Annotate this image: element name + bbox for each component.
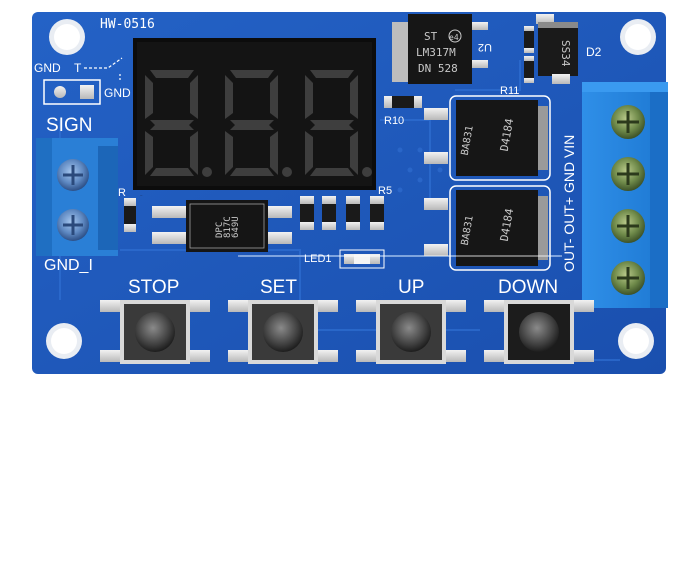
status-led bbox=[339, 249, 385, 269]
mosfet-2-part: D4184 bbox=[498, 207, 517, 242]
t-label: T bbox=[74, 61, 82, 75]
regulator-batch: DN 528 bbox=[418, 62, 458, 75]
jumper-silk-line bbox=[84, 57, 123, 69]
mosfet-1: D4184 BA831 bbox=[424, 95, 551, 181]
diode-part: SS34 bbox=[559, 40, 572, 67]
d2-label: D2 bbox=[586, 45, 602, 59]
r11-label: R11 bbox=[500, 85, 519, 97]
mounting-holes bbox=[46, 19, 656, 359]
mosfet-2-code: BA831 bbox=[460, 215, 476, 247]
set-label: SET bbox=[260, 277, 297, 298]
board-model-label: HW-0516 bbox=[100, 17, 155, 32]
u2-label: U2 bbox=[478, 41, 492, 53]
display-digits-text: 8.8.8. bbox=[140, 195, 143, 197]
gnd-top-label: GND bbox=[34, 61, 61, 75]
opto-line1: DPC bbox=[215, 222, 225, 238]
mosfet-2: D4184 BA831 bbox=[424, 185, 551, 271]
down-button[interactable] bbox=[484, 300, 594, 364]
opto-line3: 649U bbox=[231, 216, 241, 238]
power-output-terminal-block bbox=[582, 82, 668, 308]
display-digits bbox=[145, 70, 372, 177]
resistor-row bbox=[300, 196, 384, 230]
stop-button[interactable] bbox=[100, 300, 210, 364]
up-label: UP bbox=[398, 277, 424, 298]
regulator-e-mark: e4 bbox=[449, 33, 459, 42]
set-button[interactable] bbox=[228, 300, 338, 364]
led1-label: LED1 bbox=[304, 253, 332, 265]
regulator-brand: ST bbox=[424, 30, 438, 43]
terminal-labels: OUT- OUT+ GND VIN bbox=[561, 135, 577, 272]
seven-segment-display: 8.8.8. bbox=[133, 38, 376, 197]
mosfet-1-part: D4184 bbox=[498, 117, 517, 152]
opto-line2: 817C bbox=[223, 216, 233, 238]
gnd-side-label: GND bbox=[104, 86, 131, 100]
r10-label: R10 bbox=[384, 115, 404, 127]
regulator-part: LM317M bbox=[416, 46, 456, 59]
jumper-header bbox=[43, 79, 101, 105]
voltage-regulator: ST e4 LM317M DN 528 bbox=[392, 14, 488, 84]
up-button[interactable] bbox=[356, 300, 466, 364]
down-label: DOWN bbox=[498, 277, 558, 298]
stop-label: STOP bbox=[128, 277, 179, 298]
sign-label: SIGN bbox=[46, 115, 92, 136]
optocoupler: DPC 817C 649U bbox=[152, 200, 292, 252]
signal-terminal-block bbox=[36, 138, 118, 256]
r-left-label: R bbox=[118, 187, 126, 199]
gnd-bottom-label: GND_I bbox=[44, 257, 93, 274]
diode-ss34: SS34 bbox=[536, 14, 578, 84]
mosfet-1-code: BA831 bbox=[460, 125, 476, 157]
r5-label: R5 bbox=[378, 185, 392, 197]
